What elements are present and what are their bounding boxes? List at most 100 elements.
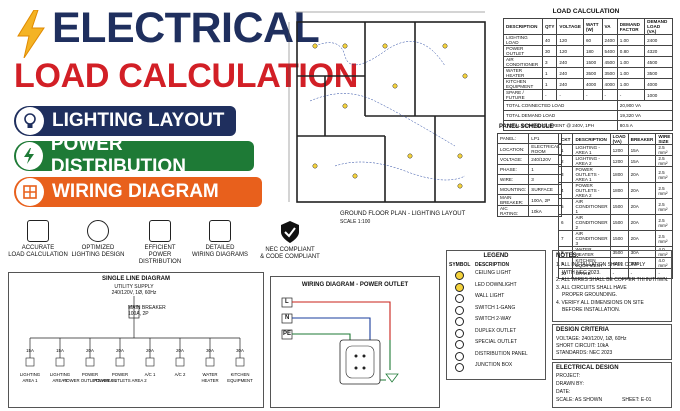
table-cell: KITCHEN EQUIPMENT xyxy=(572,257,611,269)
titleblock-project: PROJECT: xyxy=(556,373,581,379)
table-cell: 1 xyxy=(528,164,563,175)
note-line: 1. ALL INSTALLATION SHALL COMPLY xyxy=(556,262,646,268)
table-cell: 4500 xyxy=(601,56,618,68)
table-cell: 2.5 mm² xyxy=(655,182,674,199)
table-cell: 6 xyxy=(557,214,574,231)
table-cell: 0.80 xyxy=(616,45,646,57)
legend-symbol-header: SYMBOL xyxy=(449,262,471,268)
panel-icon xyxy=(149,220,171,242)
table-cell: SURFACE xyxy=(528,184,563,195)
table-row: MOUNTING:SURFACE xyxy=(496,184,563,195)
notes-panel xyxy=(552,250,672,322)
table-cell: 1800 xyxy=(609,182,629,199)
table-cell: 15A xyxy=(627,155,657,167)
criteria-panel xyxy=(552,324,672,360)
branch-label-line1: LIGHTING xyxy=(50,372,71,377)
note-line: PROPER GROUNDING. xyxy=(562,292,618,298)
branch-amp-label: 30A xyxy=(206,348,214,353)
criteria-title: DESIGN CRITERIA xyxy=(556,327,610,333)
lightning-bolt-icon xyxy=(17,10,45,58)
feature-lighting: OPTIMIZED LIGHTING DESIGN xyxy=(66,220,130,259)
table-cell: 30 xyxy=(541,45,558,57)
bulb-icon xyxy=(16,107,44,135)
table-cell: 3500 xyxy=(601,67,618,79)
table-cell: 1.00 xyxy=(616,67,646,79)
table-cell: LOCATION: xyxy=(496,143,530,155)
table-cell: 1500 xyxy=(609,214,629,231)
table-cell: 4000 xyxy=(582,78,603,90)
legend-symbol-icon xyxy=(455,271,464,280)
titleblock-scale: SCALE: AS SHOWN xyxy=(556,397,603,403)
total-value: 80.5 A xyxy=(616,120,674,131)
branch-label-line2: AREA 1 xyxy=(22,378,38,383)
table-cell: 20A xyxy=(627,166,657,183)
feature-line2: LIGHTING DESIGN xyxy=(71,252,125,258)
criteria-line: STANDARDS: NEC 2023 xyxy=(556,350,613,356)
wiring-title: WIRING DIAGRAM - POWER OUTLET xyxy=(301,282,409,288)
column-header: DESCRIPTION xyxy=(503,18,543,35)
table-cell: 240 xyxy=(556,67,584,79)
table-cell: POWER OUTLETS - AREA 1 xyxy=(572,166,611,183)
circuit-icon xyxy=(16,178,44,206)
total-label: TOTAL CONNECTED LOAD xyxy=(503,100,618,111)
titleblock-panel xyxy=(552,362,672,408)
branch-amp-label: 20A xyxy=(146,348,154,353)
feature-line1: EFFICIENT xyxy=(144,245,176,251)
bulb-icon xyxy=(87,220,109,242)
table-cell: 2.5 mm² xyxy=(655,155,674,167)
table-cell: 40 xyxy=(541,34,558,46)
table-cell: - xyxy=(601,89,618,101)
table-cell: LIGHTING - AREA 1 xyxy=(572,144,611,156)
table-cell: 7 xyxy=(557,230,574,247)
main-breaker-spec: 100A, 2P xyxy=(128,311,149,317)
titleblock-sheet: SHEET: E-01 xyxy=(622,397,652,403)
titleblock-title: ELECTRICAL DESIGN xyxy=(556,365,619,371)
branch-label-line1: A/C 1 xyxy=(145,372,156,377)
branch-label-line1: A/C 2 xyxy=(175,372,186,377)
table-cell: 1800 xyxy=(609,166,629,183)
table-cell: 1.00 xyxy=(616,78,646,90)
table-cell: 1.00 xyxy=(616,34,646,46)
wire-label-pe: PE xyxy=(283,331,292,337)
legend-item-label: CEILING LIGHT xyxy=(475,270,512,276)
legend-symbol-icon xyxy=(455,351,464,361)
feature-line2: WIRING DIAGRAMS xyxy=(191,252,248,258)
table-cell: 2.5 mm² xyxy=(655,144,674,156)
branch-amp-label: 20A xyxy=(176,348,184,353)
legend-item-label: DISTRIBUTION PANEL xyxy=(475,350,528,357)
column-header: DESCRIPTION xyxy=(572,133,611,145)
feature-nec: NEC COMPLIANT & CODE COMPLIANT xyxy=(258,220,322,261)
table-row: AIC RATING:10kA xyxy=(496,205,563,217)
criteria-line: VOLTAGE: 240/120V, 1Ø, 60Hz xyxy=(556,336,627,342)
table-cell: 5 xyxy=(557,198,574,215)
column-header: WIRE SIZE xyxy=(655,133,674,145)
titleblock-drawn: DRAWN BY: xyxy=(556,381,584,387)
wiring-drawing xyxy=(281,297,399,385)
legend-symbol-icon xyxy=(455,282,464,292)
notes-title: NOTES: xyxy=(556,253,579,259)
pill-lighting-layout: LIGHTING LAYOUT xyxy=(14,106,236,136)
table-cell: 240 xyxy=(556,78,584,90)
table-row: WIRE:3 xyxy=(496,174,563,185)
branch-load-icon xyxy=(85,357,95,367)
table-cell: 180 xyxy=(582,45,603,57)
table-cell: 5400 xyxy=(601,45,618,57)
table-cell: 120 xyxy=(556,45,584,57)
table-cell: 240/120V xyxy=(528,154,563,165)
table-cell: WATER HEATER xyxy=(503,67,543,79)
table-cell: MOUNTING: xyxy=(496,184,530,195)
branch-label-line2: HEATER xyxy=(201,378,218,383)
table-cell: 4.0 mm² xyxy=(655,257,674,269)
